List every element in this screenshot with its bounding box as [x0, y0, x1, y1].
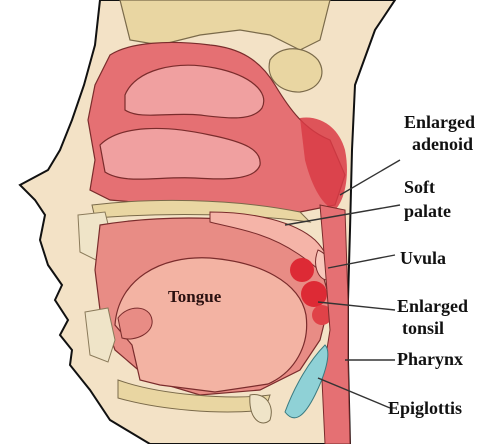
label-enlarged-adenoid-line-2: adenoid: [412, 134, 473, 154]
tonsil-blob-1: [290, 258, 314, 282]
label-uvula: Uvula: [400, 248, 446, 268]
label-epiglottis: Epiglottis: [388, 398, 462, 418]
label-tongue: Tongue: [168, 287, 222, 306]
label-soft-palate-line-1: Soft: [404, 177, 435, 197]
label-soft-palate-line-2: palate: [404, 201, 451, 221]
label-pharynx: Pharynx: [397, 349, 463, 369]
label-enlarged-tonsil-line-1: Enlarged: [397, 296, 468, 316]
label-soft-palate: Soft palate: [404, 177, 451, 221]
label-enlarged-tonsil-line-2: tonsil: [402, 318, 444, 338]
label-enlarged-tonsil: Enlarged tonsil: [397, 296, 473, 338]
label-enlarged-adenoid-line-1: Enlarged: [404, 112, 475, 132]
label-enlarged-adenoid: Enlarged adenoid: [404, 112, 480, 154]
